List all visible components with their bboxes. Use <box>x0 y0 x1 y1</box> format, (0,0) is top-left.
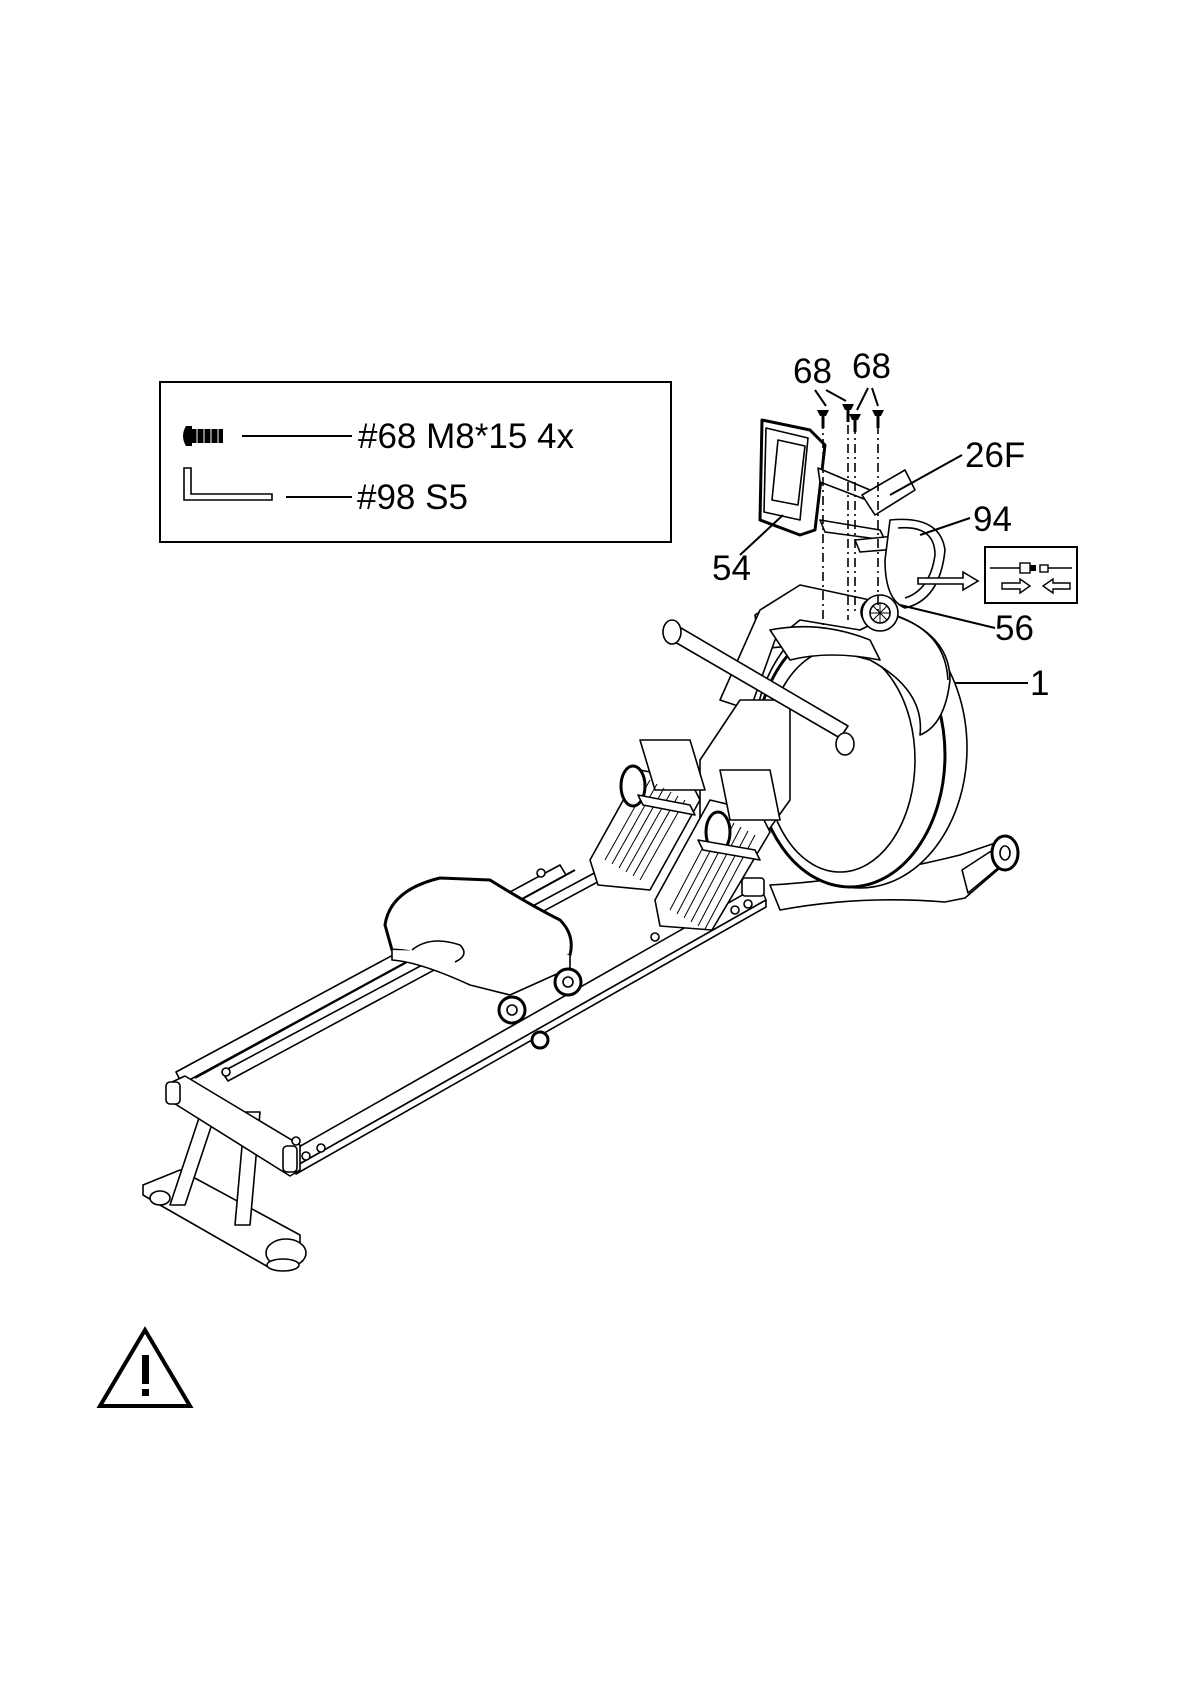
callout-1: 1 <box>1030 664 1049 703</box>
callout-56: 56 <box>995 609 1034 648</box>
callout-26f: 26F <box>965 436 1025 475</box>
bolt-icon <box>183 426 223 446</box>
callout-94: 94 <box>973 500 1012 539</box>
hardware-box: #68 M8*15 4x #98 S5 <box>160 382 671 542</box>
rowing-machine-drawing <box>143 585 1018 1271</box>
callout-54: 54 <box>712 549 751 588</box>
allen-key-label: #98 S5 <box>357 478 468 517</box>
callout-68-right: 68 <box>852 347 891 386</box>
bolt-label: #68 M8*15 4x <box>358 417 574 456</box>
screws-68 <box>817 404 884 432</box>
rear-stabilizer <box>143 1170 306 1271</box>
callout-68-left: 68 <box>793 352 832 391</box>
warning-triangle-icon <box>100 1330 190 1406</box>
